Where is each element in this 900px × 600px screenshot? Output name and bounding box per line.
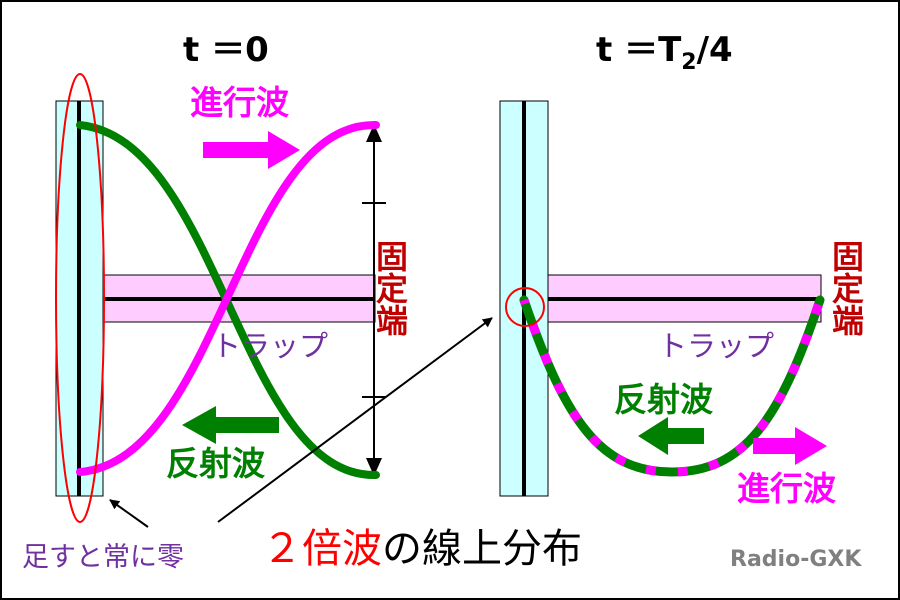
forward-direction-arrow-right	[753, 427, 827, 465]
zero-sum-highlight	[55, 73, 105, 523]
amplitude-arrow-top	[366, 124, 382, 142]
reflected-direction-arrow-left	[182, 406, 279, 444]
credit: Radio-GXK	[730, 547, 862, 572]
junction-pointer	[217, 317, 493, 523]
caption: ２倍波の線上分布	[262, 526, 582, 572]
right-trap-label: トラップ	[658, 329, 774, 363]
junction-highlight	[505, 287, 545, 327]
right-time-prefix: t ＝T	[596, 30, 682, 70]
always-zero-annotation: 足すと常に零	[22, 542, 184, 573]
left-trap-label: トラップ	[212, 329, 328, 363]
right-panel: t ＝T2/4 反射波 進行波 トラップ 固定端	[499, 30, 865, 508]
reflected-direction-arrow-right	[638, 417, 704, 455]
left-reflected-wave-label: 反射波	[166, 444, 265, 483]
caption-rest: の線上分布	[382, 526, 582, 572]
left-fixed-end-label: 固定端	[371, 240, 409, 336]
right-time-suffix: /4	[697, 30, 733, 70]
reflected-wave-left	[76, 121, 380, 480]
left-time-label: t ＝0	[183, 30, 269, 70]
right-time-subscript: 2	[681, 50, 696, 75]
right-fixed-end-label: 固定端	[827, 240, 865, 336]
left-panel: t ＝0 進行波 反射波 トラップ 固定端	[55, 30, 409, 528]
reflected-wave-right	[519, 295, 825, 477]
left-forward-wave-label: 進行波	[190, 83, 289, 122]
right-time-label: t ＝T2/4	[596, 30, 733, 75]
forward-direction-arrow-left	[203, 131, 300, 169]
caption-highlight: ２倍波	[262, 526, 382, 572]
annotation-pointer	[109, 499, 149, 528]
amplitude-arrow-bottom	[366, 458, 382, 476]
right-reflected-wave-label: 反射波	[614, 380, 713, 419]
forward-wave-left	[76, 120, 380, 476]
right-forward-wave-label: 進行波	[737, 469, 836, 508]
